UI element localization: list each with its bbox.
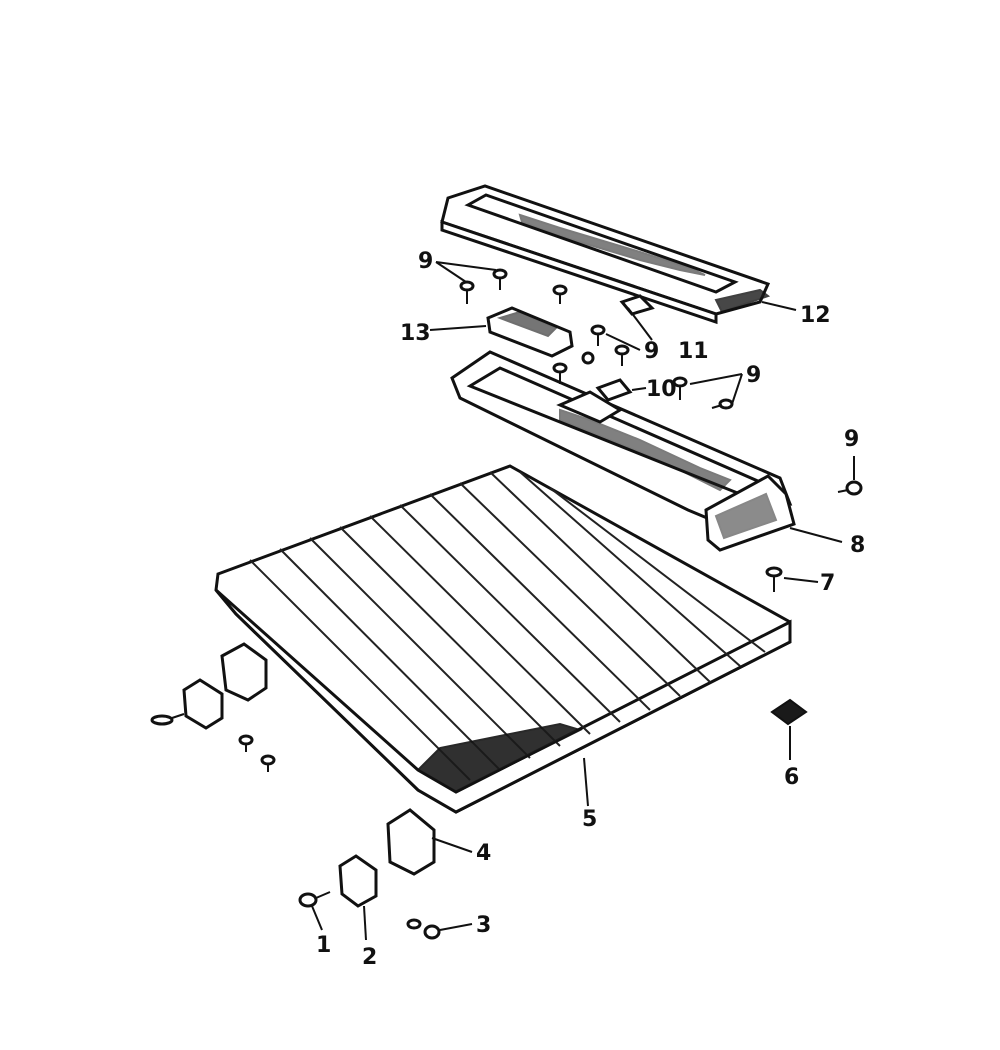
callout-4: 4 <box>476 841 491 866</box>
table-top-5-part <box>214 464 792 814</box>
callout-labels: 1 2 3 4 5 6 7 8 9 9 9 9 10 11 12 13 <box>316 249 865 970</box>
callout-3: 3 <box>476 913 491 938</box>
leader-lines <box>311 261 855 941</box>
callout-10: 10 <box>646 377 677 402</box>
screw-9i <box>837 480 863 496</box>
callout-9-mid: 9 <box>644 339 659 364</box>
callout-5: 5 <box>582 807 597 832</box>
screw-9g <box>672 376 688 400</box>
screw-9j <box>581 351 595 365</box>
screw-7-part <box>765 566 783 592</box>
callout-9-top: 9 <box>418 249 433 274</box>
screw-9c <box>552 284 568 304</box>
callout-2: 2 <box>362 945 377 970</box>
screw-9h <box>711 398 734 410</box>
foot-pad-6-part <box>770 698 808 726</box>
callout-6: 6 <box>784 765 799 790</box>
frame-housing-part <box>450 350 793 522</box>
block-10-part <box>595 378 633 402</box>
screws-9 <box>459 268 863 496</box>
screw-9a <box>459 280 475 304</box>
callout-7: 7 <box>820 571 835 596</box>
bracket-4-part <box>386 808 436 876</box>
screw-9d <box>590 324 606 346</box>
callout-9-right: 9 <box>746 363 761 388</box>
screw-3-part <box>406 918 441 940</box>
lower-left-brackets <box>298 808 441 940</box>
callout-1: 1 <box>316 933 331 958</box>
screw-9b <box>492 268 508 290</box>
screw-9e <box>614 344 630 366</box>
callout-8: 8 <box>850 533 865 558</box>
bracket-2-part <box>338 854 378 908</box>
callout-11: 11 <box>678 339 709 364</box>
callout-13: 13 <box>400 321 431 346</box>
callout-12: 12 <box>800 303 831 328</box>
table-slats <box>249 471 766 781</box>
screw-1-part <box>298 891 331 908</box>
callout-9-far-right: 9 <box>844 427 859 452</box>
top-cover-part <box>440 184 771 325</box>
screw-9f <box>552 362 568 384</box>
bracket-13-part <box>486 306 574 358</box>
end-cap-8-part <box>704 474 796 552</box>
upper-left-brackets <box>150 642 276 772</box>
